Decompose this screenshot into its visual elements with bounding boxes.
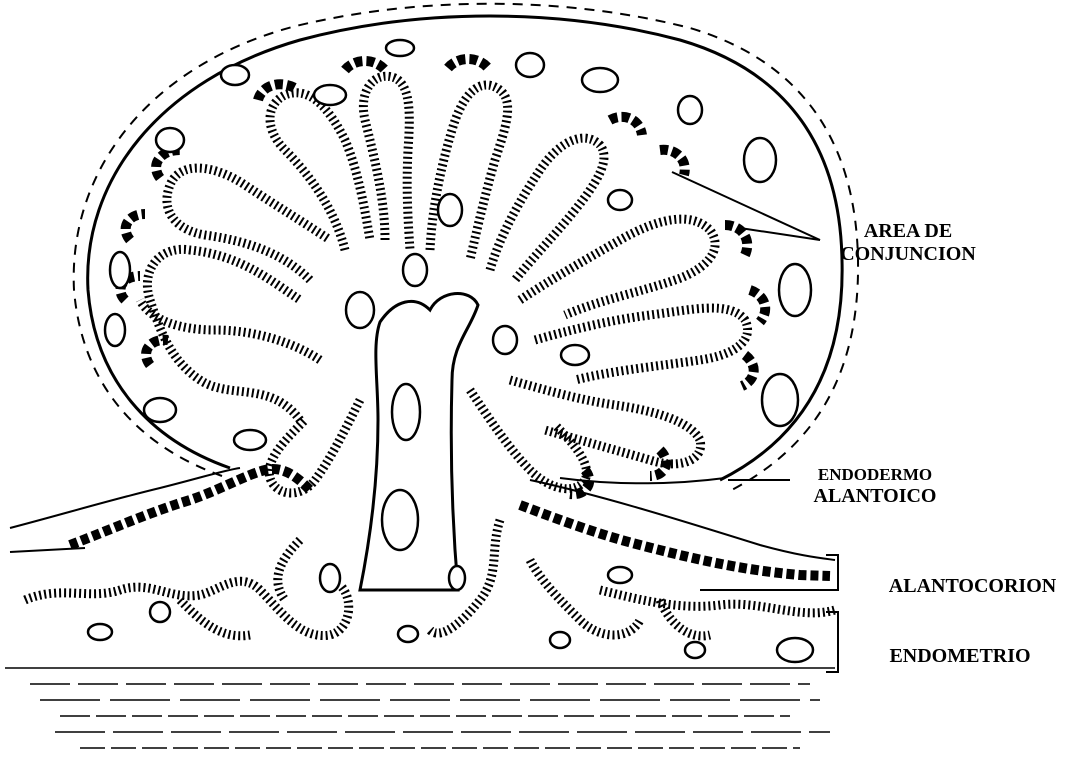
label-area-line2: CONJUNCION — [808, 243, 1008, 266]
label-endodermo-line1: ENDODERMO — [780, 465, 970, 485]
label-endodermo-line2: ALANTOICO — [780, 485, 970, 508]
chorioallantois — [10, 468, 835, 590]
leader-lines — [672, 172, 820, 480]
central-stalk — [360, 294, 478, 590]
junction-caps — [120, 59, 765, 494]
myometrium-layers — [5, 668, 835, 748]
label-area-de-conjuncion: AREA DE CONJUNCION — [808, 220, 1008, 266]
label-area-line1: AREA DE — [808, 220, 1008, 243]
stroma-spaces — [105, 40, 811, 450]
label-endometrio: ENDOMETRIO — [870, 645, 1050, 668]
villi-folds — [140, 76, 748, 493]
label-alantocorion: ALANTOCORION — [870, 575, 1075, 598]
label-endodermo-alantoico: ENDODERMO ALANTOICO — [780, 465, 970, 508]
